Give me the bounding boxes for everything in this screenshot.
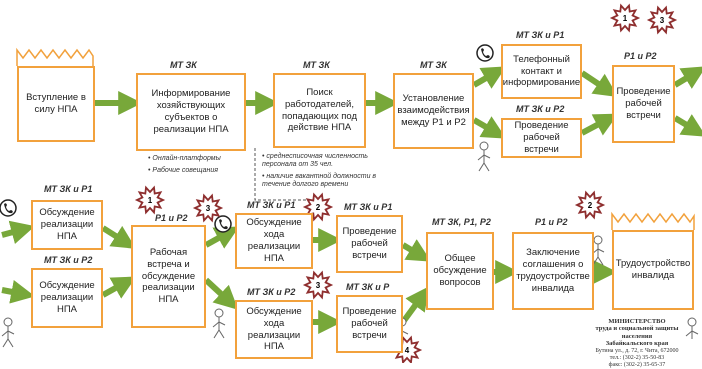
badge-star: 3 [192, 193, 224, 223]
step-box: Установление взаимодействия между Р1 и Р… [393, 73, 474, 149]
actor-label: МТ ЗК и Р1 [516, 30, 565, 40]
step-box: Проведение рабочей встречи [612, 65, 675, 143]
badge-number: 3 [316, 281, 321, 290]
arrow [101, 276, 137, 299]
step-box: Трудоустройство инвалида [612, 230, 694, 310]
person-figure [212, 308, 226, 339]
actor-label: Р1 и Р2 [535, 217, 568, 227]
bullet-note: • среднесписочная численность персонала … [262, 153, 368, 169]
actor-label: МТ ЗК и Р2 [44, 255, 93, 265]
arrow [472, 66, 507, 89]
person-figure [685, 317, 699, 339]
bullet-note: • Онлайн-платформы [148, 155, 221, 162]
dashed-link [254, 148, 320, 201]
person-figure [1, 317, 15, 348]
badge-number: 2 [316, 203, 321, 212]
badge-star: 3 [646, 5, 678, 35]
actor-label: МТ ЗК и Р2 [247, 287, 296, 297]
arrow [204, 226, 240, 249]
badge-number: 1 [623, 14, 628, 23]
phone-icon [476, 44, 494, 62]
bullet-note: • Рабочие совещания [148, 167, 219, 174]
badge-star: 1 [609, 3, 641, 33]
sawtooth-decoration [16, 47, 94, 66]
step-box: Общее обсуждение вопросов [426, 232, 494, 310]
step-box: Проведение рабочей встречи [336, 295, 403, 353]
arrow [400, 286, 430, 324]
badge-number: 3 [660, 16, 665, 25]
actor-label: МТ ЗК и Р1 [44, 184, 93, 194]
step-box: Обсуждение хода реализации НПА [235, 213, 313, 269]
badge-number: 1 [148, 196, 153, 205]
arrow [580, 70, 618, 97]
actor-label: Р1 и Р2 [155, 213, 188, 223]
step-box: Проведение рабочей встречи [501, 118, 582, 158]
badge-star: 1 [134, 185, 166, 215]
arrow [472, 116, 507, 139]
arrow [673, 114, 702, 137]
step-box: Обсуждение хода реализации НПА [235, 300, 313, 359]
arrow [101, 225, 137, 249]
actor-label: МТ ЗК, Р1, Р2 [432, 217, 491, 227]
step-box: Обсуждение реализации НПА [31, 268, 103, 328]
step-box: Поиск работодателей, попадающих под дейс… [273, 73, 366, 148]
actor-label: МТ ЗК и Р [346, 282, 390, 292]
person-figure [477, 141, 491, 172]
actor-label: МТ ЗК и Р1 [247, 200, 296, 210]
arrow [673, 66, 702, 89]
actor-label: МТ ЗК и Р1 [344, 202, 393, 212]
actor-label: МТ ЗК [170, 60, 197, 70]
actor-label: МТ ЗК [303, 60, 330, 70]
badge-number: 3 [206, 204, 211, 213]
step-box: Телефонный контакт и информирование [501, 44, 582, 99]
arrow [1, 220, 35, 244]
step-box: Обсуждение реализации НПА [31, 200, 103, 250]
sawtooth-decoration [611, 211, 695, 230]
arrow [1, 280, 36, 304]
badge-star: 3 [302, 270, 334, 300]
arrow [203, 277, 239, 310]
badge-number: 4 [405, 346, 410, 355]
step-box: Информирование хозяйствующих субъектов о… [136, 73, 246, 151]
badge-star: 2 [574, 190, 606, 220]
bullet-note: • наличие вакантной должности в течение … [262, 173, 377, 189]
person-figure [591, 235, 605, 266]
ministry-stamp: МИНИСТЕРСТВО труда и социальной защиты н… [595, 318, 679, 368]
step-box: Заключение соглашения о трудоустройстве … [512, 232, 594, 310]
phone-icon [214, 215, 232, 233]
step-box: Вступление в силу НПА [17, 66, 95, 142]
step-box: Проведение рабочей встречи [336, 215, 403, 273]
actor-label: МТ ЗК и Р2 [516, 104, 565, 114]
arrow [401, 239, 432, 262]
actor-label: МТ ЗК [420, 60, 447, 70]
step-box: Рабочая встреча и обсуждение реализации … [131, 225, 206, 328]
phone-icon [0, 199, 17, 217]
badge-number: 2 [588, 201, 593, 210]
arrow [580, 113, 619, 136]
actor-label: Р1 и Р2 [624, 51, 657, 61]
